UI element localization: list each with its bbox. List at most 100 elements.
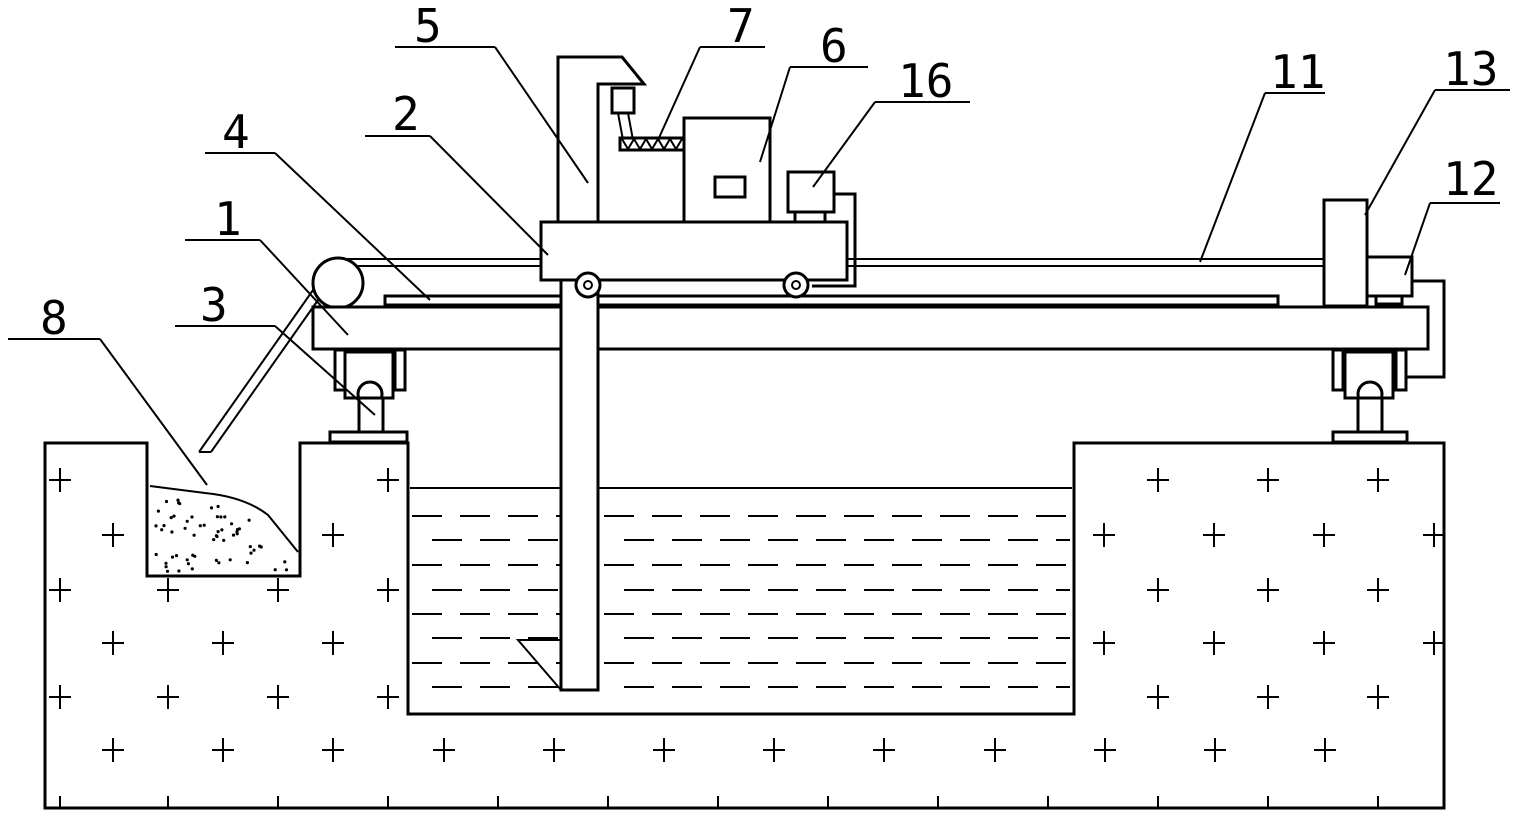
label-7: 7 xyxy=(727,0,755,53)
sand-dot xyxy=(249,551,253,555)
hatch-plus xyxy=(1257,468,1279,492)
sand-dot xyxy=(284,568,289,572)
sand-dot xyxy=(186,562,190,566)
hatch-plus xyxy=(1257,578,1279,602)
label-16: 16 xyxy=(898,54,953,108)
hatch-plus xyxy=(1423,523,1445,547)
hatch-plus xyxy=(267,685,289,709)
label-6: 6 xyxy=(820,19,848,73)
sand-dot xyxy=(217,561,221,565)
hatch-plus xyxy=(1147,685,1169,709)
hatch-plus xyxy=(653,738,675,762)
hatch-plus xyxy=(1313,523,1335,547)
left-support xyxy=(328,348,409,444)
hatch-plus xyxy=(377,468,399,492)
sand-dot xyxy=(177,569,181,573)
sand-dot xyxy=(235,532,239,536)
sand-dot xyxy=(176,498,180,502)
hatch-plus xyxy=(212,631,234,655)
sand-dot xyxy=(237,527,241,531)
chute xyxy=(198,282,331,453)
hatch-plus xyxy=(1257,685,1279,709)
sand-dot xyxy=(164,499,169,504)
sand-dot xyxy=(245,561,249,565)
sand-dot xyxy=(219,515,223,519)
hatch-plus xyxy=(102,631,124,655)
sand-dot xyxy=(273,568,277,572)
sand-dot xyxy=(170,530,174,534)
hatch-plus xyxy=(1367,578,1389,602)
sand-dot xyxy=(170,555,175,559)
hatch-plus xyxy=(1314,738,1336,762)
hatch-plus xyxy=(543,738,565,762)
sand-dot xyxy=(258,544,262,548)
label-8: 8 xyxy=(40,291,68,345)
hatch-plus xyxy=(1147,468,1169,492)
sand-dot xyxy=(214,558,218,563)
label-12: 12 xyxy=(1443,152,1498,206)
hatch-plus xyxy=(1313,631,1335,655)
hatch-plus xyxy=(1367,468,1389,492)
hatch-plus xyxy=(1367,685,1389,709)
sand-dot xyxy=(162,524,166,528)
sand-dot xyxy=(198,524,202,528)
hatch-plus xyxy=(1423,631,1445,655)
sand-dot xyxy=(216,504,220,509)
nozzle-box xyxy=(610,86,636,115)
hatch-plus xyxy=(1204,738,1226,762)
hatch-plus xyxy=(212,738,234,762)
pulley-roller xyxy=(311,256,365,310)
sand-texture xyxy=(154,498,289,573)
label-11: 11 xyxy=(1270,45,1325,99)
water-dashes xyxy=(412,515,1070,688)
sand-dot xyxy=(252,548,256,552)
hatch-plus xyxy=(49,468,71,492)
main-beam xyxy=(311,305,1430,351)
label-3: 3 xyxy=(200,278,228,332)
label-4: 4 xyxy=(222,105,250,159)
hatch-plus xyxy=(433,738,455,762)
motor-16 xyxy=(786,170,836,214)
sand-dot xyxy=(160,528,164,532)
hatch-plus xyxy=(1093,523,1115,547)
sand-dot xyxy=(215,515,219,519)
sand-dot xyxy=(174,554,179,558)
sand-dot xyxy=(172,514,176,518)
hatch-plus xyxy=(157,578,179,602)
hatch-plus xyxy=(49,578,71,602)
hatch-plus xyxy=(1203,523,1225,547)
hatch-plus xyxy=(1203,631,1225,655)
sand-dot xyxy=(212,538,216,542)
hatch-plus xyxy=(322,631,344,655)
hatch-plus xyxy=(1093,631,1115,655)
hatch-plus xyxy=(157,685,179,709)
sand-dot xyxy=(231,533,236,537)
sand-dot xyxy=(154,552,158,557)
cable-16 xyxy=(812,192,857,288)
hatch-plus xyxy=(322,523,344,547)
hatch-plus xyxy=(49,685,71,709)
sand-dot xyxy=(156,509,160,513)
sand-dot xyxy=(214,534,218,538)
sand-dot xyxy=(169,516,173,520)
sand-dot xyxy=(185,558,189,562)
sand-dot xyxy=(220,528,224,532)
label-13: 13 xyxy=(1443,42,1498,96)
motor-12-base xyxy=(1374,294,1404,306)
leader-lines xyxy=(8,46,1510,486)
sand-dot xyxy=(209,506,214,510)
sand-dot xyxy=(154,524,158,528)
motor-12 xyxy=(1365,255,1414,298)
column-top xyxy=(556,55,648,224)
hatch-plus xyxy=(102,523,124,547)
sand-dot xyxy=(230,522,234,526)
sand-dot xyxy=(190,515,194,519)
ground-ticks xyxy=(59,796,1379,808)
sand-dot xyxy=(192,533,196,537)
sand-dot xyxy=(164,561,168,565)
sand-dot xyxy=(222,538,226,543)
hatch-plus xyxy=(267,578,289,602)
sand-dot xyxy=(190,567,194,571)
control-box-13 xyxy=(1322,198,1369,308)
